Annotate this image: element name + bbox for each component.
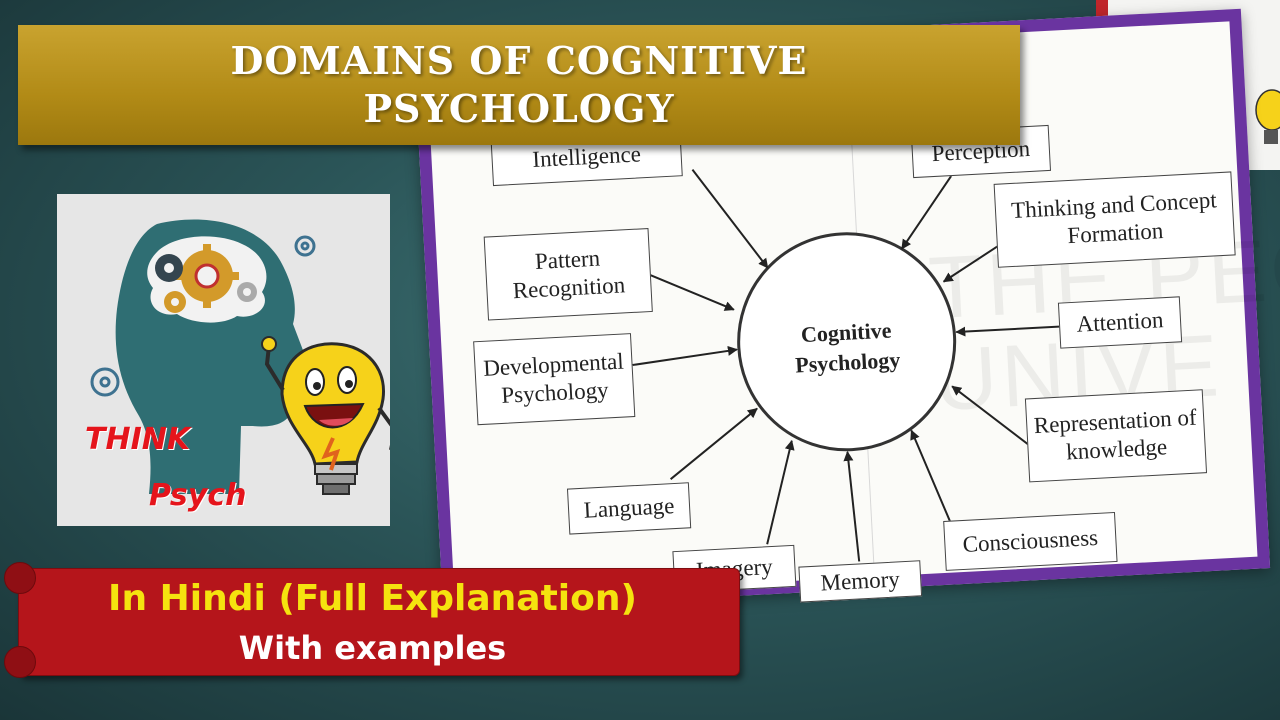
scroll-curl-top [4,562,36,594]
node-attention: Attention [1057,296,1183,349]
title-banner: DOMAINS OF COGNITIVE PSYCHOLOGY [18,25,1020,145]
banner-main-text: In Hindi (Full Explanation) [108,578,637,619]
corner-bulb-icon [1250,86,1280,156]
center-label: Cognitive Psychology [794,317,901,378]
node-consciousness: Consciousness [943,511,1118,571]
center-circle [737,232,957,452]
page-title: DOMAINS OF COGNITIVE PSYCHOLOGY [230,38,808,131]
logo-psych-text: Psych [149,478,247,513]
think-psych-logo: THINK Psych [57,194,390,526]
node-representation-of-knowledge: Representation of knowledge [1024,389,1208,483]
diagram-connectors [632,169,1062,562]
node-language: Language [566,482,692,535]
explanation-banner: In Hindi (Full Explanation) With example… [0,562,745,684]
node-memory: Memory [798,560,923,603]
logo-think-text: THINK [85,422,191,457]
node-developmental-psychology: Developmental Psychology [473,333,636,426]
banner-scroll-body [18,568,740,676]
banner-sub-text: With examples [238,629,507,667]
lightbulb-mascot-icon [261,336,390,495]
logo-artwork [90,219,390,495]
node-pattern-recognition: Pattern Recognition [483,228,653,321]
outline-gear-icon [90,235,316,397]
scroll-curl-bottom [4,646,36,678]
node-thinking-and-concept-formation: Thinking and Concept Formation [993,171,1236,268]
diagram-sheet: THE PEO UNIVE Intelli [413,8,1280,612]
